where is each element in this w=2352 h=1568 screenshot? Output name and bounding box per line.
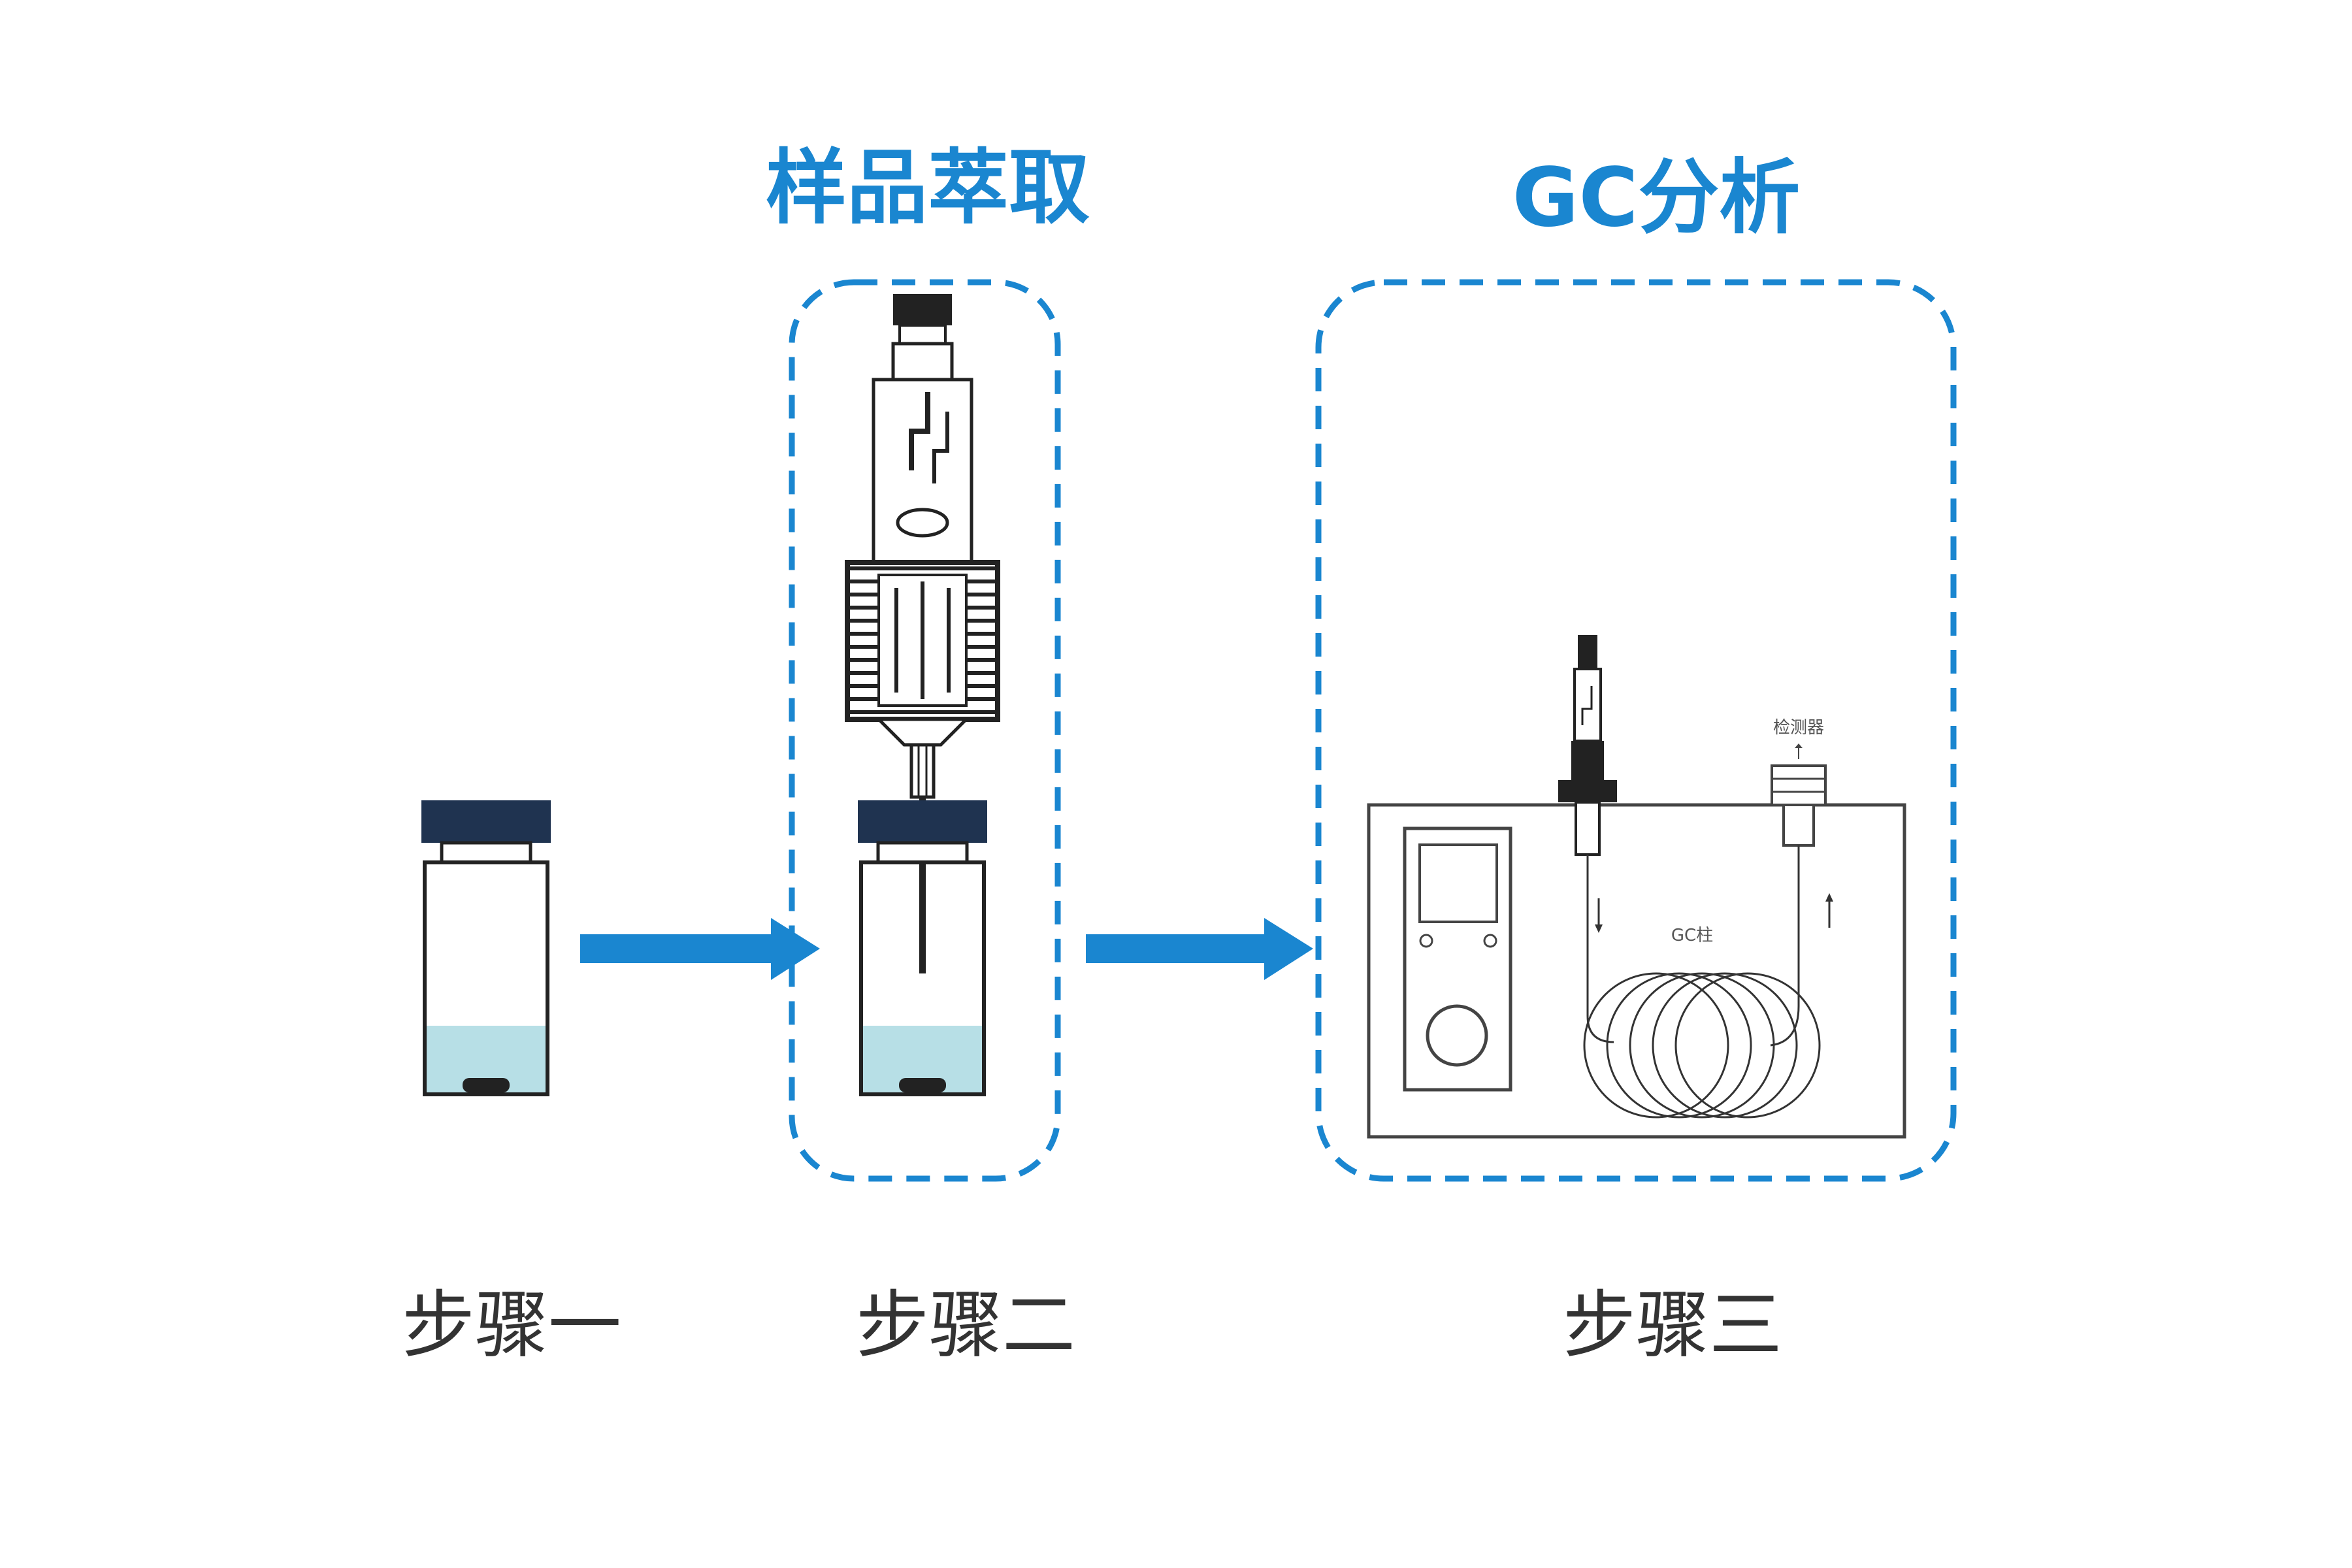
- spme-fiber-holder: [845, 294, 1000, 973]
- extraction-dashed-box: [789, 279, 1061, 1182]
- sample-vial-step2: [858, 800, 987, 1096]
- gc-analysis-title: GC分析: [1512, 151, 1801, 245]
- gc-instrument: 检测器 GC柱: [1367, 635, 1906, 1139]
- flow-arrow-down: [1595, 898, 1603, 933]
- detector-label: 检测器: [1773, 718, 1824, 738]
- column-label: GC柱: [1671, 926, 1713, 945]
- arrow-step1-to-step2: [580, 918, 820, 980]
- sample-vial-step1: [421, 800, 551, 1096]
- step2-label: 步骤二: [856, 1283, 1075, 1368]
- gc-display-screen: [1418, 843, 1498, 923]
- gc-column: [1583, 845, 1821, 1119]
- flow-arrow-up: [1825, 893, 1833, 928]
- extraction-title: 样品萃取: [766, 141, 1090, 235]
- gc-injector: [1558, 635, 1617, 856]
- gc-detector: [1771, 743, 1827, 847]
- arrow-step2-to-step3: [1086, 918, 1313, 980]
- step3-label: 步骤三: [1563, 1283, 1782, 1368]
- step1-label: 步骤一: [402, 1283, 621, 1368]
- gc-dashed-box: [1315, 279, 1957, 1182]
- gc-dial-knob: [1426, 1004, 1488, 1067]
